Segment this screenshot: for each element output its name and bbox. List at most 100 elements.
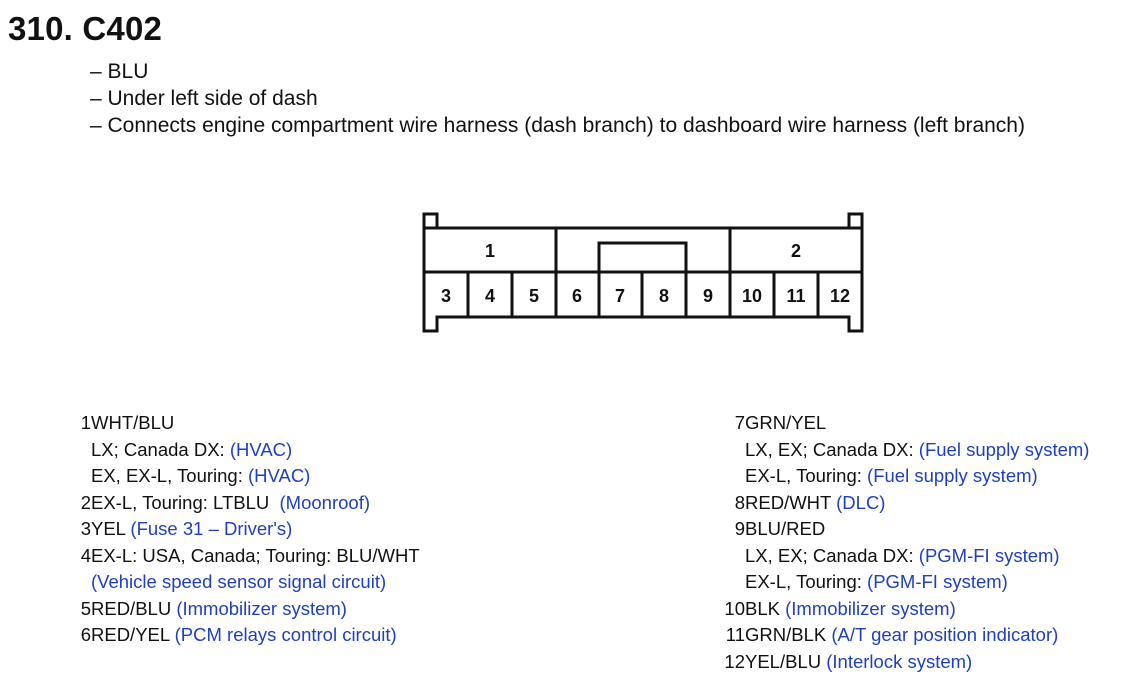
pin-number: 4 — [68, 543, 91, 596]
pin-number: 3 — [68, 516, 91, 543]
pin-description: YEL/BLU (Interlock system) — [745, 649, 972, 675]
system-link[interactable]: (PCM relays control circuit) — [175, 624, 397, 645]
pin-description-line: RED/YEL (PCM relays control circuit) — [91, 622, 397, 649]
wire-info-text: EX-L, Touring: — [745, 571, 867, 592]
wire-info-text: GRN/YEL — [745, 412, 826, 433]
wire-info-text: YEL — [91, 518, 130, 539]
system-link[interactable]: (Interlock system) — [826, 651, 972, 672]
pin-description: EX-L: USA, Canada; Touring: BLU/WHT (Vehi… — [91, 543, 420, 596]
pin-number: 10 — [722, 596, 745, 623]
system-link[interactable]: (HVAC) — [230, 439, 292, 460]
wire-info-text: EX-L, Touring: LTBLU — [91, 492, 280, 513]
wire-info-text: BLU/RED — [745, 518, 825, 539]
wire-info-text: EX-L: USA, Canada; Touring: BLU/WHT — [91, 545, 420, 566]
wire-info-text: GRN/BLK — [745, 624, 831, 645]
wire-info-text: EX, EX-L, Touring: — [91, 465, 248, 486]
pin-number: 2 — [68, 490, 91, 517]
wire-info-text: LX, EX; Canada DX: — [745, 545, 919, 566]
pin-description-line: (Vehicle speed sensor signal circuit) — [91, 569, 420, 596]
pin-label-4: 4 — [485, 286, 495, 306]
pin-number: 7 — [722, 410, 745, 490]
system-link[interactable]: (Immobilizer system) — [176, 598, 347, 619]
pin-label-6: 6 — [572, 286, 582, 306]
wire-info-text: EX-L, Touring: — [745, 465, 867, 486]
pin-description-line: EX, EX-L, Touring: (HVAC) — [91, 463, 310, 490]
pin-description-line: LX, EX; Canada DX: (Fuel supply system) — [745, 437, 1089, 464]
pin-label-3: 3 — [441, 286, 451, 306]
wire-info-text: RED/YEL — [91, 624, 175, 645]
pin-description: RED/WHT (DLC) — [745, 490, 885, 517]
system-link[interactable]: (Moonroof) — [280, 492, 370, 513]
pin-description-line: BLK (Immobilizer system) — [745, 596, 956, 623]
pin-number: 1 — [68, 410, 91, 490]
pin-number: 11 — [722, 622, 745, 649]
pin-description-line: EX-L, Touring: (Fuel supply system) — [745, 463, 1089, 490]
pin-description-line: EX-L, Touring: (PGM-FI system) — [745, 569, 1060, 596]
pin-description: BLK (Immobilizer system) — [745, 596, 956, 623]
center-block — [599, 243, 686, 272]
pin-label-8: 8 — [659, 286, 669, 306]
pin-description-line: LX, EX; Canada DX: (PGM-FI system) — [745, 543, 1060, 570]
wire-info-text: YEL/BLU — [745, 651, 826, 672]
pin-number: 8 — [722, 490, 745, 517]
system-link[interactable]: (Fuel supply system) — [867, 465, 1038, 486]
pin-description-line: RED/WHT (DLC) — [745, 490, 885, 517]
pin-description-line: WHT/BLU — [91, 410, 310, 437]
pin-label-11: 11 — [786, 286, 805, 306]
pin-number: 5 — [68, 596, 91, 623]
pin-description-line: GRN/BLK (A/T gear position indicator) — [745, 622, 1058, 649]
pin-description-line: EX-L: USA, Canada; Touring: BLU/WHT — [91, 543, 420, 570]
pin-number: 9 — [722, 516, 745, 596]
pin-number: 6 — [68, 622, 91, 649]
pin-description-line: YEL/BLU (Interlock system) — [745, 649, 972, 675]
pin-description: GRN/BLK (A/T gear position indicator) — [745, 622, 1058, 649]
pin-description: YEL (Fuse 31 – Driver's) — [91, 516, 292, 543]
cavity-label-1: 1 — [485, 241, 495, 261]
wire-info-text: RED/WHT — [745, 492, 836, 513]
pin-description-line: LX; Canada DX: (HVAC) — [91, 437, 310, 464]
system-link[interactable]: (Vehicle speed sensor signal circuit) — [91, 571, 386, 592]
pin-label-5: 5 — [529, 286, 539, 306]
system-link[interactable]: (PGM-FI system) — [867, 571, 1008, 592]
wire-info-text: RED/BLU — [91, 598, 176, 619]
system-link[interactable]: (PGM-FI system) — [919, 545, 1060, 566]
pin-number: 12 — [722, 649, 745, 675]
wire-info-text: LX, EX; Canada DX: — [745, 439, 919, 460]
system-link[interactable]: (Fuse 31 – Driver's) — [130, 518, 292, 539]
pin-description-line: BLU/RED — [745, 516, 1060, 543]
system-link[interactable]: (A/T gear position indicator) — [831, 624, 1058, 645]
cavity-label-2: 2 — [791, 241, 801, 261]
pin-description-line: EX-L, Touring: LTBLU (Moonroof) — [91, 490, 370, 517]
pin-description: RED/BLU (Immobilizer system) — [91, 596, 347, 623]
wire-info-text: WHT/BLU — [91, 412, 174, 433]
pin-label-7: 7 — [615, 286, 625, 306]
system-link[interactable]: (DLC) — [836, 492, 885, 513]
pin-label-10: 10 — [742, 286, 762, 306]
system-link[interactable]: (Fuel supply system) — [919, 439, 1090, 460]
pin-label-9: 9 — [703, 286, 713, 306]
pin-label-12: 12 — [830, 286, 850, 306]
system-link[interactable]: (HVAC) — [248, 465, 310, 486]
pin-description: GRN/YEL LX, EX; Canada DX: (Fuel supply s… — [745, 410, 1089, 490]
system-link[interactable]: (Immobilizer system) — [785, 598, 956, 619]
pin-description-line: YEL (Fuse 31 – Driver's) — [91, 516, 292, 543]
wire-info-text: LX; Canada DX: — [91, 439, 230, 460]
pin-description-line: RED/BLU (Immobilizer system) — [91, 596, 347, 623]
pin-description: EX-L, Touring: LTBLU (Moonroof) — [91, 490, 370, 517]
pin-description-line: GRN/YEL — [745, 410, 1089, 437]
